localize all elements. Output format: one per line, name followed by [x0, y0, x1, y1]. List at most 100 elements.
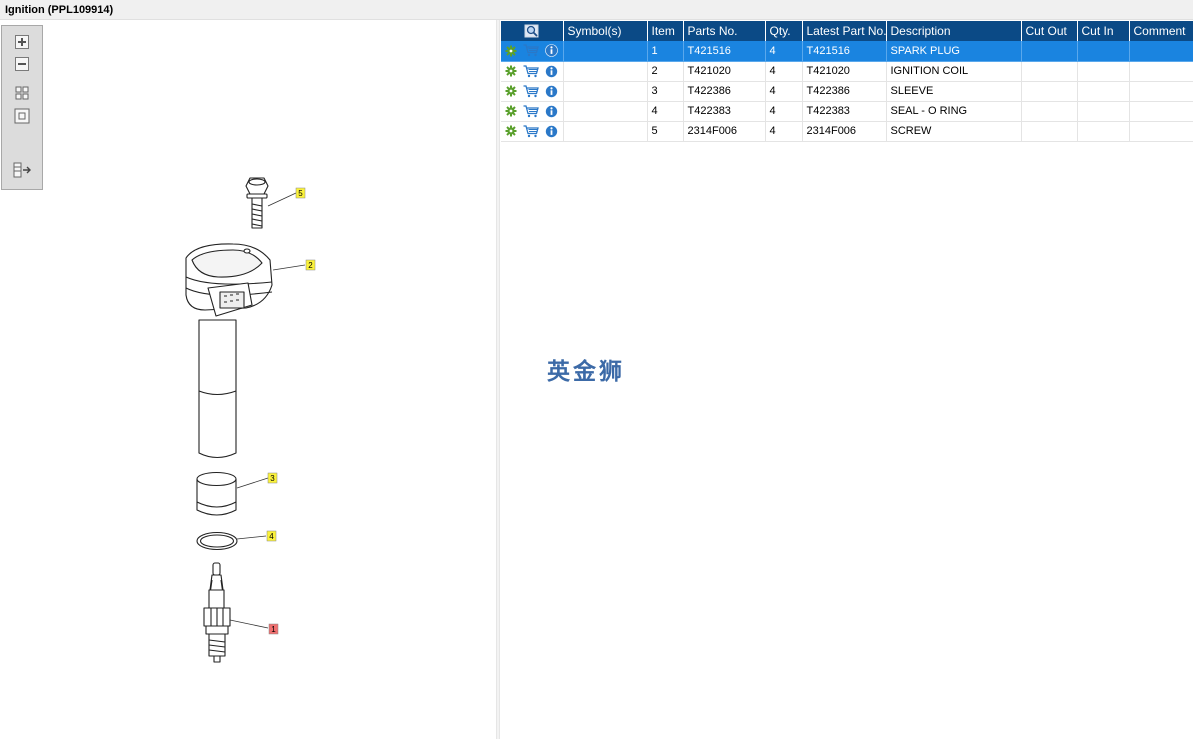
cell-qty: 4 — [765, 101, 803, 122]
cell-cut-in — [1077, 81, 1130, 102]
cell-comment — [1129, 121, 1193, 142]
zoom-out-button[interactable] — [12, 55, 32, 73]
diagram-o-ring[interactable] — [196, 531, 238, 551]
cart-icon[interactable] — [523, 44, 539, 57]
row-actions — [501, 41, 564, 62]
diagram-screw[interactable] — [245, 177, 269, 229]
svg-text:1: 1 — [271, 625, 276, 634]
gear-icon[interactable] — [505, 125, 517, 137]
cell-cut-out — [1021, 81, 1078, 102]
callout-1[interactable]: 1 — [268, 623, 279, 635]
gear-icon[interactable] — [505, 65, 517, 77]
cell-part-no[interactable]: T422386 — [683, 81, 766, 102]
column-header-cut-in[interactable]: Cut In — [1077, 21, 1130, 41]
column-header-symbols[interactable]: Symbol(s) — [563, 21, 648, 41]
fit-all-icon — [15, 86, 29, 100]
cell-item: 2 — [647, 61, 684, 82]
parts-table-body: 1 T421516 4 T421516 SPARK PLUG — [501, 41, 1193, 142]
cell-part-no[interactable]: T421020 — [683, 61, 766, 82]
column-header-tools[interactable] — [501, 21, 564, 41]
cell-part-no[interactable]: T422383 — [683, 101, 766, 122]
column-header-comment[interactable]: Comment — [1129, 21, 1193, 41]
cell-latest-part-no[interactable]: T422383 — [802, 101, 887, 122]
gear-icon[interactable] — [505, 45, 517, 57]
zoom-in-icon — [15, 35, 29, 49]
cell-item: 1 — [647, 41, 684, 62]
diagram-sleeve[interactable] — [196, 471, 237, 516]
column-header-latest-part-no[interactable]: Latest Part No. — [802, 21, 887, 41]
callout-4[interactable]: 4 — [266, 530, 277, 542]
cell-cut-in — [1077, 41, 1130, 62]
diagram-spark-plug[interactable] — [203, 562, 231, 663]
cell-qty: 4 — [765, 81, 803, 102]
actual-size-button[interactable] — [12, 107, 32, 125]
column-header-description[interactable]: Description — [886, 21, 1022, 41]
parts-diagram[interactable]: 5 2 3 4 1 — [0, 20, 496, 739]
row-actions — [501, 81, 564, 102]
column-header-item[interactable]: Item — [647, 21, 684, 41]
column-header-cut-out[interactable]: Cut Out — [1021, 21, 1078, 41]
watermark-text: 英金狮 — [547, 359, 625, 385]
table-row[interactable]: 3 T422386 4 T422386 SLEEVE — [501, 81, 1193, 102]
cell-cut-in — [1077, 61, 1130, 82]
cell-part-no[interactable]: 2314F006 — [683, 121, 766, 142]
cell-description: IGNITION COIL — [886, 61, 1022, 82]
callout-5[interactable]: 5 — [295, 187, 306, 199]
cell-symbols — [563, 81, 648, 102]
cell-qty: 4 — [765, 121, 803, 142]
toggle-panel-icon — [13, 162, 31, 178]
fit-all-button[interactable] — [12, 84, 32, 102]
table-row[interactable]: 2 T421020 4 T421020 IGNITION COIL — [501, 61, 1193, 82]
cart-icon[interactable] — [523, 104, 539, 118]
info-icon[interactable] — [545, 124, 558, 138]
column-header-qty[interactable]: Qty. — [765, 21, 803, 41]
actual-size-icon — [14, 108, 30, 124]
cell-item: 3 — [647, 81, 684, 102]
cell-symbols — [563, 101, 648, 122]
cell-symbols — [563, 41, 648, 62]
toggle-panel-button[interactable] — [12, 161, 32, 179]
window-titlebar: Ignition (PPL109914) — [0, 0, 1193, 20]
pane-splitter[interactable] — [496, 20, 500, 739]
diagram-ignition-coil[interactable] — [185, 243, 273, 459]
cell-latest-part-no[interactable]: T421516 — [802, 41, 887, 62]
info-icon[interactable] — [545, 84, 558, 98]
info-icon[interactable] — [545, 44, 558, 58]
window-title: Ignition (PPL109914) — [5, 4, 114, 16]
cell-symbols — [563, 61, 648, 82]
cell-part-no[interactable]: T421516 — [683, 41, 766, 62]
table-row[interactable]: 1 T421516 4 T421516 SPARK PLUG — [501, 41, 1193, 62]
illustration-pane[interactable]: 5 2 3 4 1 — [0, 20, 496, 739]
cell-cut-out — [1021, 121, 1078, 142]
search-diagram-icon[interactable] — [524, 24, 540, 38]
row-actions — [501, 61, 564, 82]
cart-icon[interactable] — [523, 84, 539, 98]
cell-latest-part-no[interactable]: T422386 — [802, 81, 887, 102]
cell-item: 5 — [647, 121, 684, 142]
cell-cut-in — [1077, 121, 1130, 142]
gear-icon[interactable] — [505, 85, 517, 97]
gear-icon[interactable] — [505, 105, 517, 117]
callout-3[interactable]: 3 — [267, 472, 278, 484]
cell-cut-out — [1021, 41, 1078, 62]
cell-cut-out — [1021, 101, 1078, 122]
zoom-in-button[interactable] — [12, 33, 32, 51]
column-header-parts-no[interactable]: Parts No. — [683, 21, 766, 41]
info-icon[interactable] — [545, 104, 558, 118]
row-actions — [501, 101, 564, 122]
cell-item: 4 — [647, 101, 684, 122]
info-icon[interactable] — [545, 64, 558, 78]
table-row[interactable]: 4 T422383 4 T422383 SEAL - O RING — [501, 101, 1193, 122]
cart-icon[interactable] — [523, 124, 539, 138]
row-actions — [501, 121, 564, 142]
svg-text:2: 2 — [308, 261, 313, 270]
parts-table: Symbol(s) Item Parts No. Qty. Latest Par… — [501, 21, 1193, 142]
cell-comment — [1129, 101, 1193, 122]
callout-2[interactable]: 2 — [305, 259, 316, 271]
cart-icon[interactable] — [523, 64, 539, 78]
cell-latest-part-no[interactable]: T421020 — [802, 61, 887, 82]
cell-comment — [1129, 41, 1193, 62]
table-row[interactable]: 5 2314F006 4 2314F006 SCREW — [501, 121, 1193, 142]
table-header-row: Symbol(s) Item Parts No. Qty. Latest Par… — [501, 21, 1193, 41]
cell-latest-part-no[interactable]: 2314F006 — [802, 121, 887, 142]
